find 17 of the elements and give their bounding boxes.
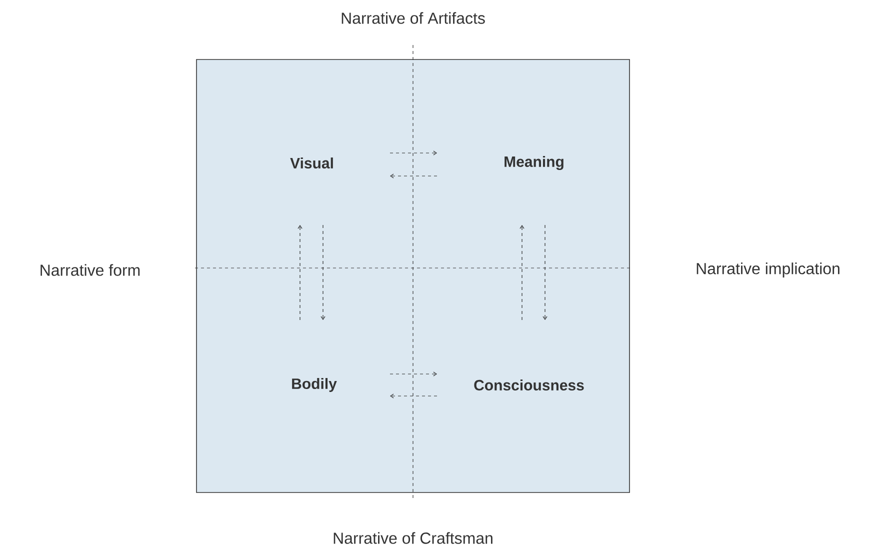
arrow bbox=[390, 394, 438, 398]
quadrant-box bbox=[196, 59, 630, 493]
axis-label: Narrative form bbox=[40, 264, 140, 276]
arrow bbox=[320, 224, 326, 320]
quadrant-label: Visual bbox=[290, 158, 333, 168]
axis-label: Narrative of Artifacts bbox=[342, 12, 485, 24]
axis-label: Narrative of Craftsman bbox=[334, 532, 492, 544]
arrow bbox=[390, 150, 438, 156]
arrow bbox=[542, 224, 548, 320]
quadrant-label: Meaning bbox=[504, 156, 564, 170]
arrow bbox=[298, 225, 302, 320]
arrow bbox=[390, 174, 438, 178]
axis-label: Narrative implication bbox=[696, 262, 840, 278]
arrow bbox=[390, 372, 438, 376]
quadrant-label: Bodily bbox=[292, 378, 337, 392]
arrow bbox=[520, 225, 524, 320]
quadrant-label: Consciousness bbox=[474, 380, 584, 390]
